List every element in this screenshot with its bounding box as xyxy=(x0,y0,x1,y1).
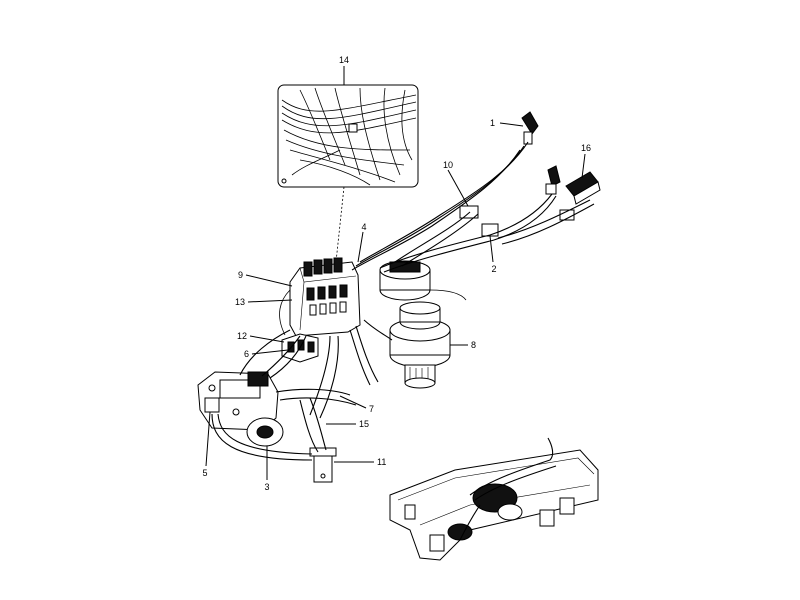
callout-10: 10 xyxy=(443,160,453,170)
detail-inset xyxy=(277,84,419,263)
rotary-joint xyxy=(379,260,431,301)
callout-9: 9 xyxy=(238,270,243,280)
callout-labels: 14 1 16 10 2 4 9 13 12 6 8 7 15 11 3 5 xyxy=(202,55,591,492)
swing-motor xyxy=(389,301,451,389)
valve-spools xyxy=(303,257,348,316)
callout-14: 14 xyxy=(339,55,349,65)
left-joystick xyxy=(521,111,539,145)
callout-11: 11 xyxy=(377,457,386,467)
leader-lines xyxy=(205,66,586,480)
right-joystick xyxy=(545,165,561,195)
callout-3: 3 xyxy=(264,482,269,492)
travel-pedal xyxy=(565,171,601,205)
main-hose-bundle xyxy=(211,289,393,461)
callout-6: 6 xyxy=(244,349,249,359)
pilot-hose-bundle xyxy=(351,141,595,301)
callout-15: 15 xyxy=(359,419,369,429)
control-valve xyxy=(289,257,361,337)
callout-5: 5 xyxy=(202,468,207,478)
pilot-manifold xyxy=(459,205,575,237)
hydraulic-pump xyxy=(197,371,284,447)
callout-12: 12 xyxy=(237,331,247,341)
frame-overview xyxy=(389,437,599,561)
pilot-filter xyxy=(309,447,337,483)
callout-8: 8 xyxy=(471,340,476,350)
callout-1: 1 xyxy=(490,118,495,128)
callout-16: 16 xyxy=(581,143,591,153)
callout-13: 13 xyxy=(235,297,245,307)
callout-2: 2 xyxy=(491,264,496,274)
inset-hose-bundle xyxy=(281,87,417,186)
callout-4: 4 xyxy=(361,222,366,232)
callout-7: 7 xyxy=(369,404,374,414)
